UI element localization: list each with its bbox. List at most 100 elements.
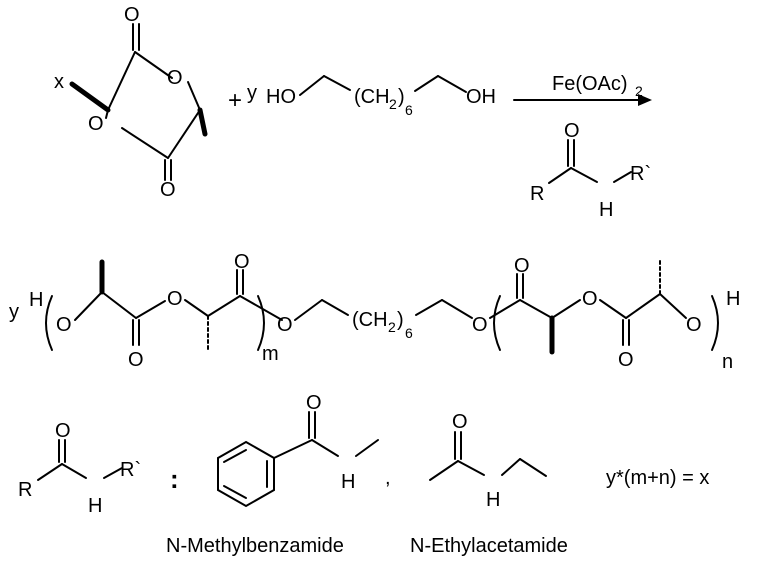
bond [441,299,473,319]
bracket-close-2 [711,295,719,351]
carbonyl-oxygen: O [234,251,250,273]
hydroxyl-right: OH [466,86,496,108]
bracket-open-1 [45,295,53,351]
carbonyl-oxygen: O [514,255,530,277]
chain-oxygen: O [686,314,702,336]
bond [184,299,209,317]
aromatic-bond [223,485,247,499]
linker-oxygen-right: O [472,314,488,336]
bond [548,167,572,184]
chain-close: ) [397,309,404,331]
bond [429,460,459,481]
benzene-ring [217,440,275,508]
chain-sub-2: 2 [388,319,396,335]
bond [323,75,351,91]
arrow-head [638,94,652,106]
chain-sub-6: 6 [405,325,413,341]
repeat-m: m [262,343,279,365]
amide-hydrogen: H [486,489,500,511]
polymer-structure: H O O O O m O (CH 2 ) 6 O O [29,251,740,373]
catalyst-subscript: 2 [635,83,643,99]
generic-amide-structure: O R H R` [18,420,141,517]
legend-separator: : [170,464,179,494]
bond [121,127,169,159]
compound-1-name: N-Methylbenzamide [166,535,344,557]
r-group: R [530,183,544,205]
bond [457,460,485,476]
compound-2-name: N-Ethylacetamide [410,535,568,557]
bond [551,299,581,319]
r-group: R [18,479,32,501]
chain-sub-6: 6 [405,102,413,118]
repeat-n: n [722,351,733,373]
bond [294,299,323,321]
bond [207,295,241,317]
ester-oxygen: O [167,288,183,310]
carbonyl-oxygen: O [564,120,580,142]
bond [61,463,87,479]
bond [187,81,201,111]
chain-oxygen: O [56,314,72,336]
carbonyl-oxygen: O [618,349,634,371]
carbonyl-oxygen: O [306,392,322,414]
aromatic-bond [223,449,247,463]
bond [135,300,166,319]
bracket-open-2 [493,295,501,351]
carbonyl-oxygen: O [452,411,468,433]
bond [519,299,553,319]
bond [570,167,598,183]
end-hydrogen-left: H [29,289,43,311]
equation-label: y*(m+n) = x [606,467,709,489]
amide-hydrogen: H [599,199,613,221]
bond [625,293,661,319]
carbonyl-oxygen: O [128,349,144,371]
n-methylbenzamide-structure: O H [217,392,379,508]
bond [167,109,201,159]
bond [134,51,173,79]
bond [37,463,63,481]
ring-oxygen-top: O [124,4,140,26]
ring-oxygen-bottom: O [160,179,176,201]
wedge-bond [69,81,111,113]
product-coefficient-y: y [9,301,19,323]
bond [107,51,136,111]
bond [311,439,339,457]
bond [489,299,521,319]
amide-cocatalyst-structure: O R H R` [530,120,651,221]
bond [415,299,443,316]
bond [273,439,313,459]
bond [659,293,687,319]
bond [239,295,283,321]
coefficient-y: y [247,82,257,104]
linker-oxygen-left: O [277,314,293,336]
wedge-bond [197,107,208,137]
bond [519,458,547,477]
coefficient-x: x [54,71,64,93]
bond [355,439,379,457]
bond [437,75,467,93]
bond [74,291,103,321]
chain-open: (CH [352,309,388,331]
amide-hydrogen: H [88,495,102,517]
carbonyl-oxygen: O [55,420,71,442]
catalyst-label: Fe(OAc) [552,73,628,95]
reaction-arrow [513,94,652,106]
chain-close: ) [398,86,405,108]
bond [299,75,325,96]
bond [414,75,439,92]
ring-oxygen-right: O [167,67,183,89]
bond [101,291,137,319]
hydroxyl-left: HO [266,86,296,108]
bond [321,299,349,316]
bond [613,171,632,183]
r-prime-group: R` [120,459,141,481]
ester-oxygen: O [582,288,598,310]
amide-hydrogen: H [341,471,355,493]
lactide-structure: O O O O x [54,4,208,201]
end-hydrogen-right: H [726,288,740,310]
chain-open: (CH [354,86,390,108]
ring-oxygen-left: O [88,113,104,135]
bond [599,299,627,319]
r-prime-group: R` [630,163,651,185]
